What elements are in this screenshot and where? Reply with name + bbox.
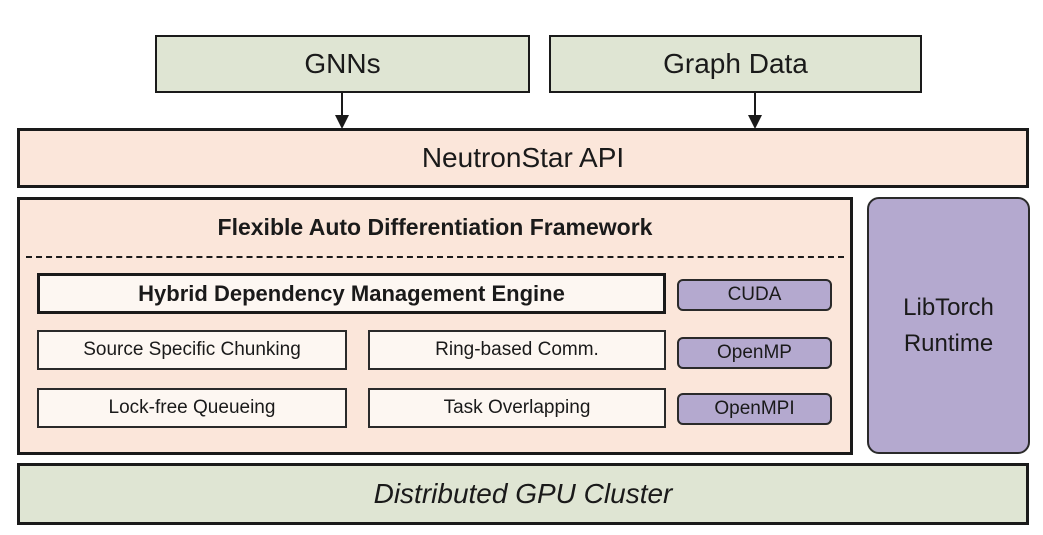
gnns-label: GNNs <box>304 48 381 79</box>
runtime-line1: LibTorch <box>903 293 994 321</box>
graph-data-box: Graph Data <box>549 35 922 93</box>
neutronstar-api-layer: NeutronStar API <box>17 128 1029 188</box>
hybrid-engine-box: Hybrid Dependency Management Engine <box>37 273 666 314</box>
hybrid-engine-label: Hybrid Dependency Management Engine <box>138 280 565 306</box>
api-label: NeutronStar API <box>421 142 625 173</box>
module-source-chunking: Source Specific Chunking <box>37 330 347 370</box>
backend-label: OpenMPI <box>714 398 795 419</box>
module-label: Task Overlapping <box>443 397 591 418</box>
module-label: Source Specific Chunking <box>83 339 301 360</box>
backend-openmp: OpenMP <box>677 337 832 369</box>
module-lockfree-queueing: Lock-free Queueing <box>37 388 347 428</box>
module-task-overlapping: Task Overlapping <box>368 388 666 428</box>
module-label: Lock-free Queueing <box>108 397 276 418</box>
gpu-cluster-layer: Distributed GPU Cluster <box>17 463 1029 525</box>
backend-label: CUDA <box>727 284 782 305</box>
backend-label: OpenMP <box>717 342 792 363</box>
module-ring-comm: Ring-based Comm. <box>368 330 666 370</box>
libtorch-runtime-box: LibTorch Runtime <box>867 197 1030 454</box>
module-label: Ring-based Comm. <box>435 339 599 360</box>
framework-divider <box>26 256 844 258</box>
graph-data-label: Graph Data <box>663 48 808 79</box>
runtime-line2: Runtime <box>903 329 994 357</box>
gnns-box: GNNs <box>155 35 530 93</box>
framework-title: Flexible Auto Differentiation Framework <box>217 214 653 240</box>
backend-openmpi: OpenMPI <box>677 393 832 425</box>
backend-cuda: CUDA <box>677 279 832 311</box>
gpu-cluster-label: Distributed GPU Cluster <box>373 478 673 509</box>
